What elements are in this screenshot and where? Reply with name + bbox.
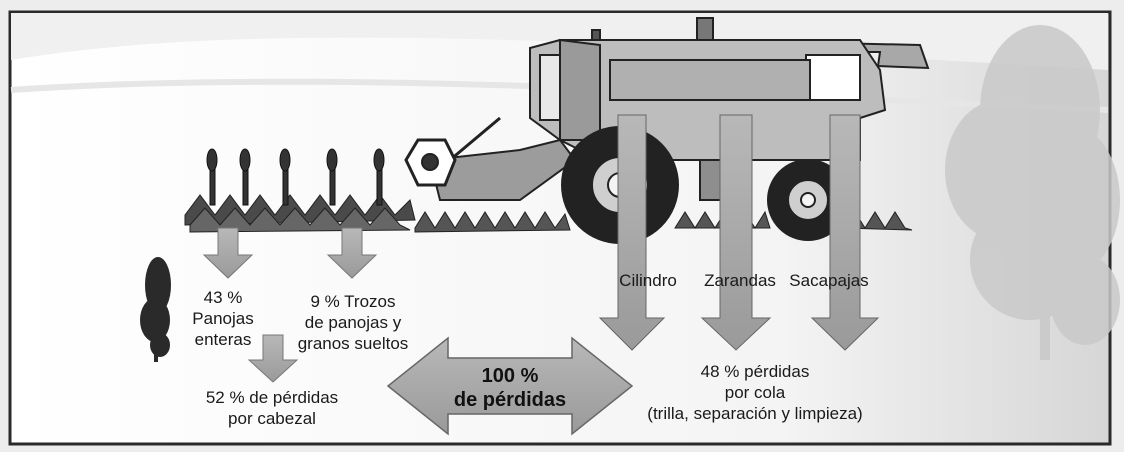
- arrow-total-double: [386, 336, 634, 436]
- label-panojas-line3: enteras: [194, 330, 252, 349]
- label-cola-line2: por cola: [724, 383, 786, 402]
- label-cola-line1: 48 % pérdidas: [700, 362, 810, 381]
- label-trozos-line2: de panojas y: [304, 313, 402, 332]
- label-trozos-line1: 9 % Trozos: [310, 292, 396, 311]
- arrow-panojas: [202, 227, 254, 279]
- label-trozos: 9 % Trozos de panojas y granos sueltos: [288, 291, 418, 354]
- label-cilindro: Cilindro: [619, 271, 677, 290]
- arrow-cilindro: [598, 114, 666, 351]
- label-cabezal-line2: por cabezal: [228, 409, 316, 428]
- label-cola: 48 % pérdidas por cola (trilla, separaci…: [620, 361, 890, 424]
- arrow-cabezal: [247, 334, 299, 383]
- label-panojas-line2: Panojas: [192, 309, 254, 328]
- label-total-line2: de pérdidas: [453, 389, 567, 411]
- crop-row-left: [184, 194, 416, 233]
- label-total-line1: 100 %: [481, 365, 539, 387]
- standing-plant: [140, 257, 171, 362]
- label-sacapajas: Sacapajas: [789, 271, 869, 290]
- label-trozos-line3: granos sueltos: [297, 334, 409, 353]
- label-cabezal-line1: 52 % de pérdidas: [205, 388, 339, 407]
- tree-silhouette: [945, 25, 1120, 360]
- label-cola-line3: (trilla, separación y limpieza): [647, 404, 863, 423]
- label-panojas-line1: 43 %: [203, 288, 243, 307]
- label-cabezal: 52 % de pérdidas por cabezal: [188, 387, 356, 429]
- arrow-zarandas: [700, 114, 772, 351]
- arrow-sacapajas: [810, 114, 880, 351]
- label-panojas: 43 % Panojas enteras: [178, 287, 268, 350]
- corn-stalks: [206, 148, 385, 206]
- label-total: 100 % de pérdidas: [440, 364, 580, 412]
- label-zarandas: Zarandas: [704, 271, 776, 290]
- arrow-trozos: [326, 227, 378, 279]
